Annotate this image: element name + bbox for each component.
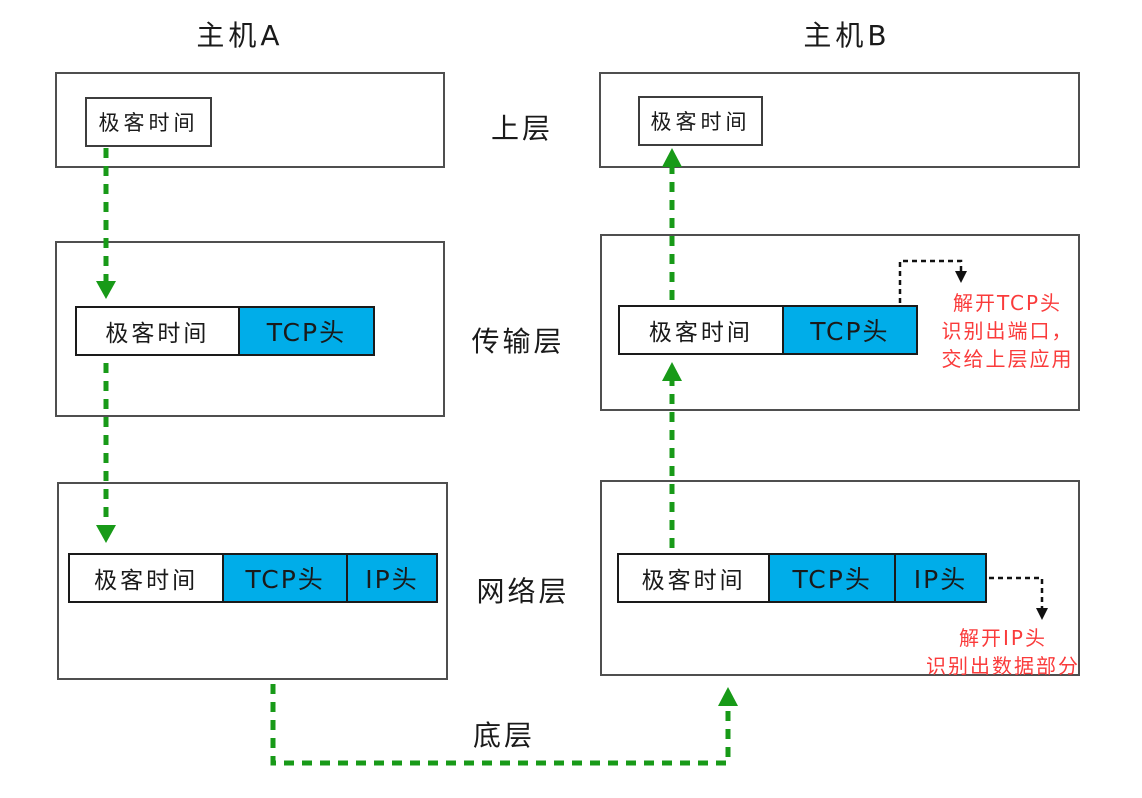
host-b-upper-layer-box: 极客时间: [599, 72, 1080, 168]
packet-bar-b-transport: 极客时间 TCP头: [618, 305, 918, 355]
payload-segment: 极客时间: [648, 320, 753, 346]
packet-bar-b-network: 极客时间 TCP头 IP头: [617, 553, 987, 603]
tcp-header-segment: TCP头: [781, 307, 916, 353]
tcp-header-segment: TCP头: [222, 555, 346, 601]
payload-segment: 极客时间: [105, 321, 210, 347]
payload-box-a-upper: 极客时间: [85, 97, 212, 147]
packet-bar-a-network: 极客时间 TCP头 IP头: [68, 553, 438, 603]
host-a-network-layer-box: 极客时间 TCP头 IP头: [57, 482, 448, 680]
layer-label-network: 网络层: [476, 575, 570, 608]
tcp-header-segment: TCP头: [237, 308, 373, 354]
transport-unpack-note: 解开TCP头 识别出端口， 交给上层应用: [925, 289, 1090, 373]
host-a-upper-layer-box: 极客时间: [55, 72, 445, 168]
ip-header-segment: IP头: [345, 555, 436, 601]
payload-box-b-upper: 极客时间: [638, 96, 763, 146]
payload-segment: 极客时间: [641, 568, 746, 594]
host-a-title: 主机A: [196, 19, 284, 52]
layer-label-transport: 传输层: [471, 325, 565, 358]
packet-bar-a-transport: 极客时间 TCP头: [75, 306, 375, 356]
ip-header-segment: IP头: [893, 555, 985, 601]
note-line: 交给上层应用: [941, 347, 1074, 371]
network-unpack-note: 解开IP头 识别出数据部分: [913, 624, 1093, 680]
tcp-header-segment: TCP头: [768, 555, 894, 601]
host-a-transport-layer-box: 极客时间 TCP头: [55, 241, 445, 417]
layer-label-upper: 上层: [490, 112, 553, 145]
note-line: 识别出数据部分: [926, 654, 1080, 678]
host-b-title: 主机B: [803, 19, 891, 52]
host-b-transport-layer-box: 极客时间 TCP头: [600, 234, 1080, 411]
note-line: 识别出端口，: [941, 319, 1074, 343]
layer-label-bottom: 底层: [472, 719, 535, 752]
note-line: 解开IP头: [959, 626, 1047, 650]
note-line: 解开TCP头: [952, 291, 1063, 315]
payload-segment: 极客时间: [94, 568, 199, 594]
